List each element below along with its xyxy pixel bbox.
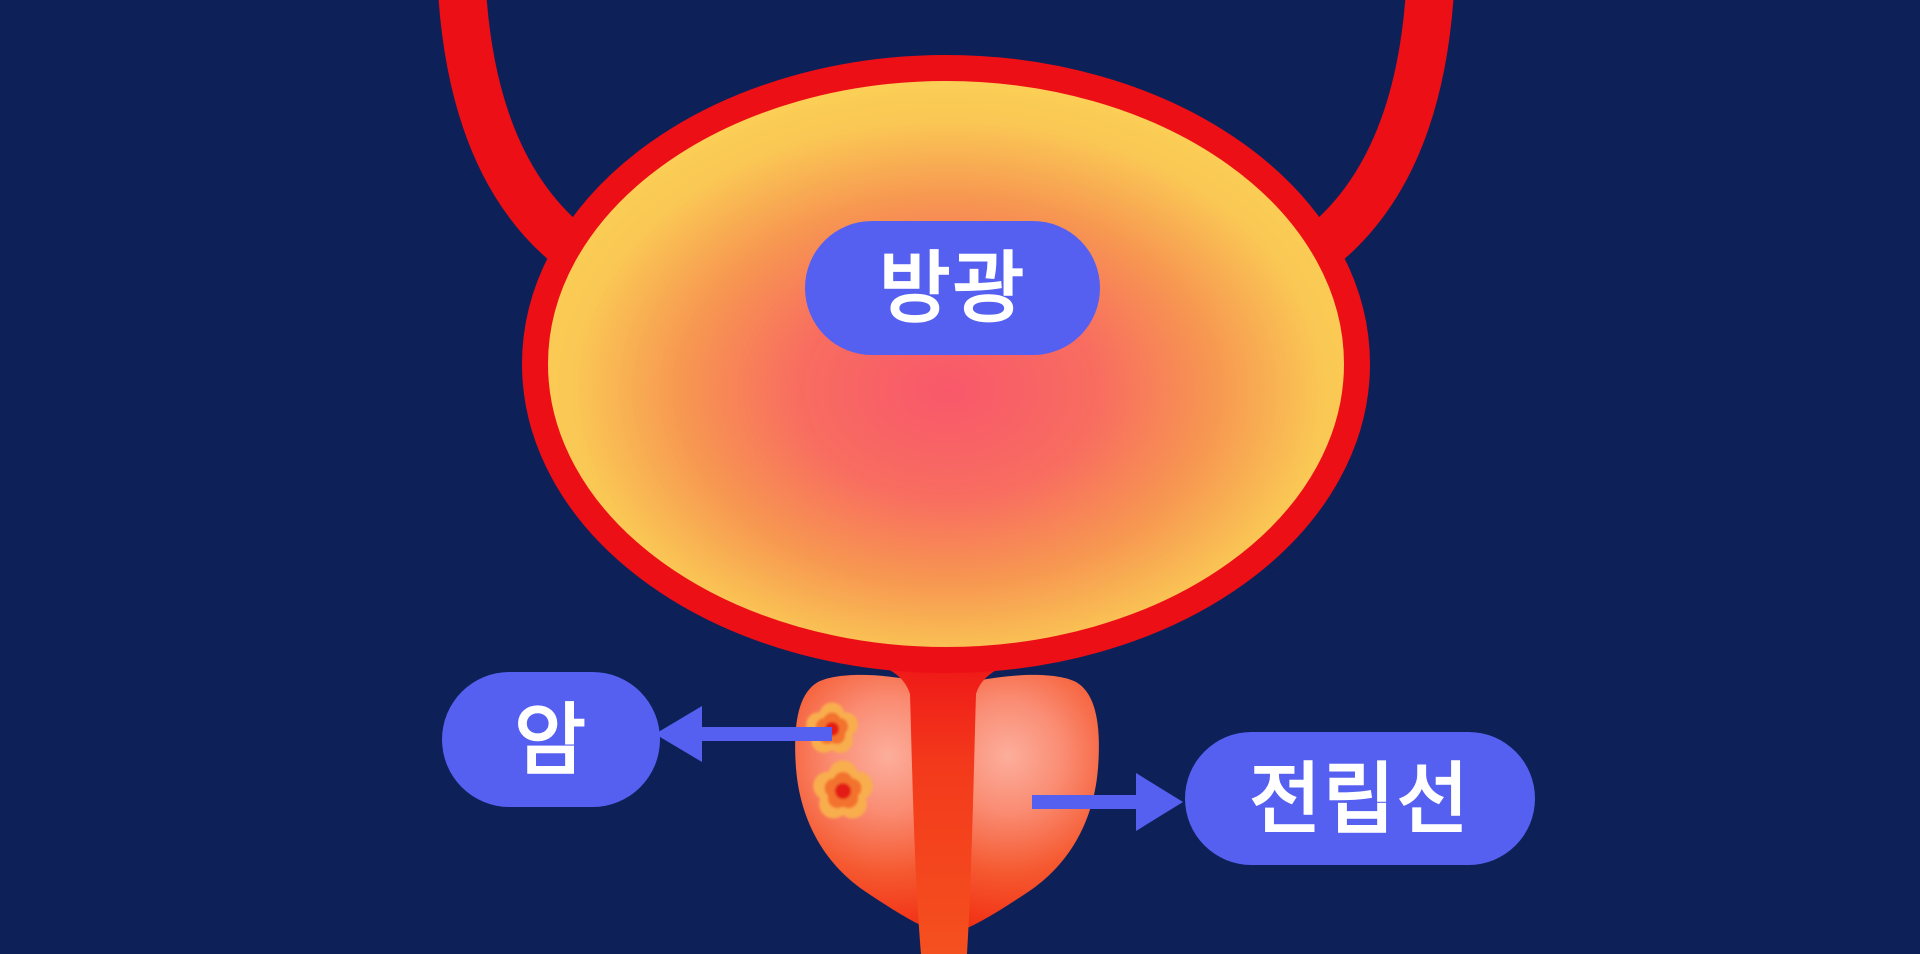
ureter-right-tube [1291, 0, 1454, 276]
bladder-label-text: 방광 [878, 244, 1027, 332]
prostate-right-lobe [954, 674, 1099, 933]
urethra-tube [818, 618, 1068, 954]
cancer-label-text: 암 [514, 695, 588, 784]
ureter-left-tube [438, 0, 601, 276]
bladder-shape [522, 55, 1370, 673]
prostate-arrow [1032, 773, 1183, 831]
bladder-label-pill: 방광 [805, 221, 1100, 355]
cancer-label-pill: 암 [442, 672, 660, 807]
prostate-label-pill: 전립선 [1185, 732, 1535, 865]
prostate-label-text: 전립선 [1249, 754, 1471, 843]
cancer-arrow [655, 706, 832, 762]
